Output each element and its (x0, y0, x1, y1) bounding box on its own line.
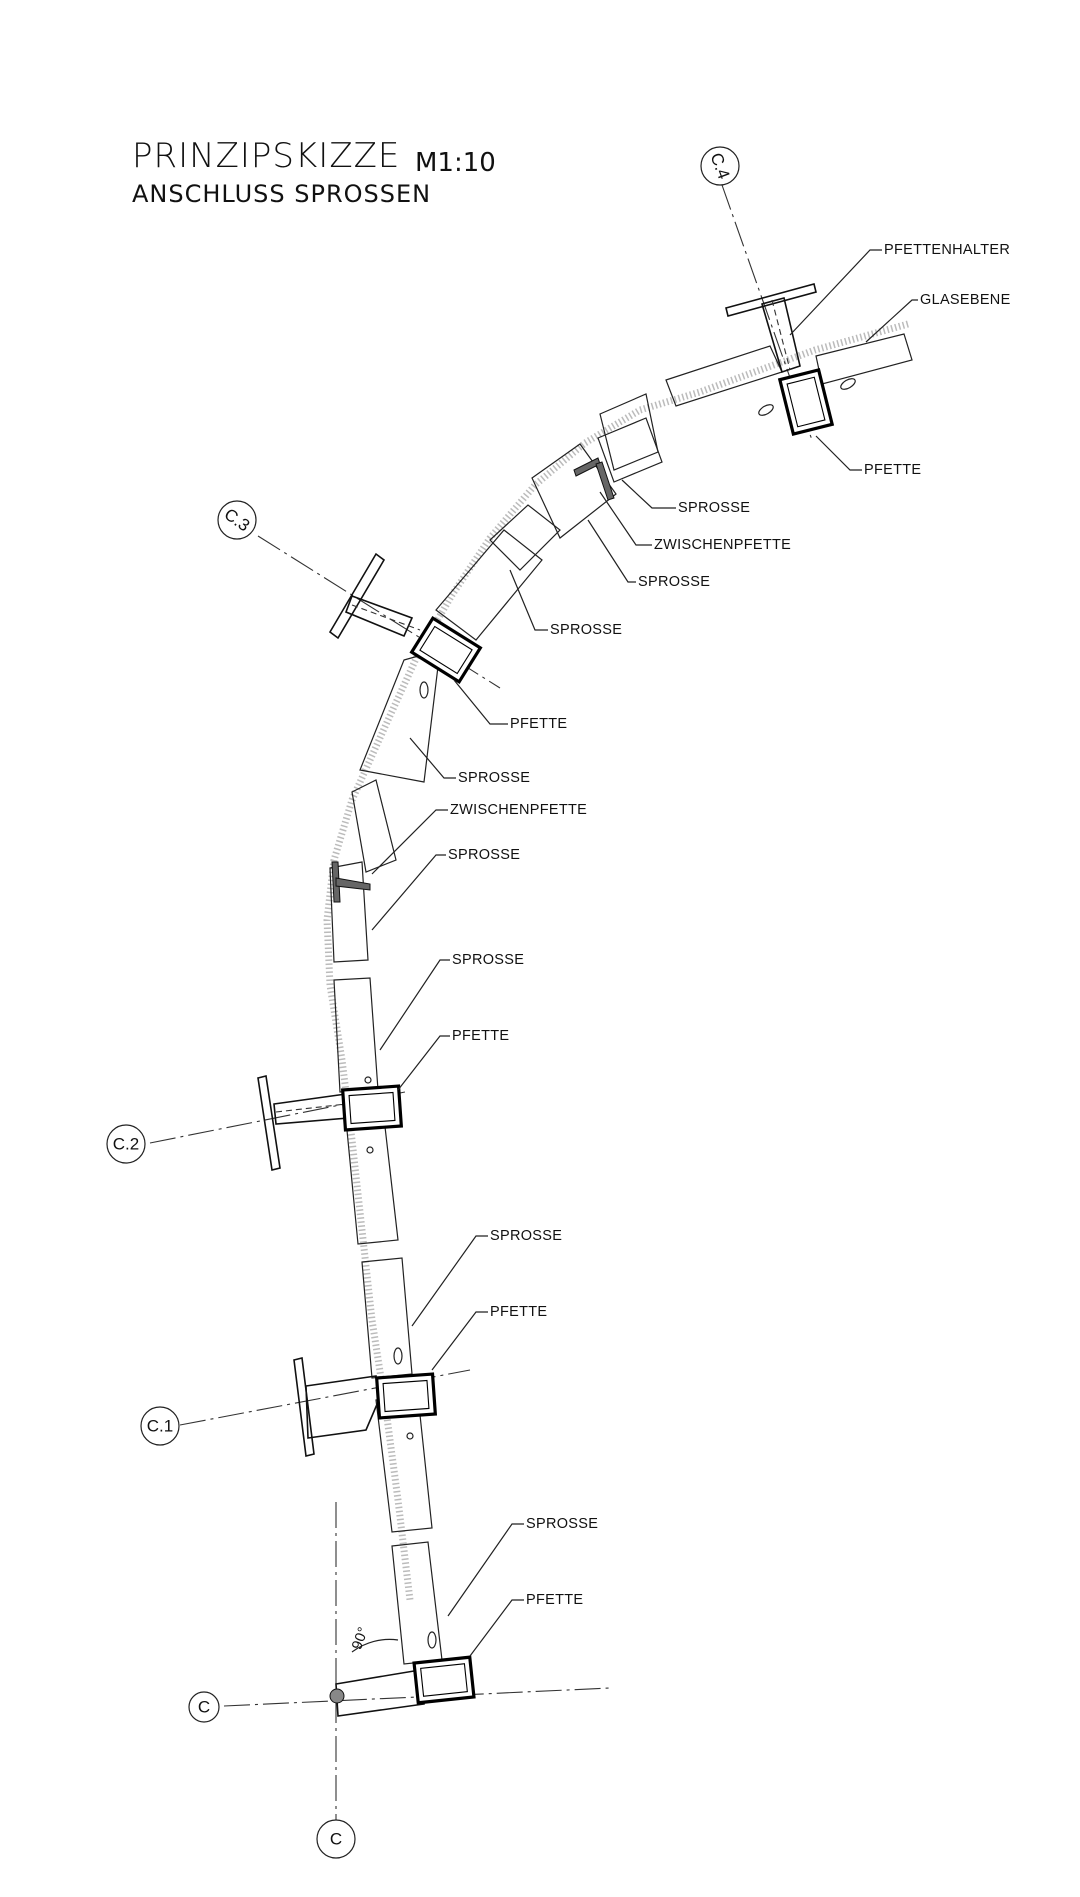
sprosse-segment (435, 529, 543, 641)
c3-halter-plate (328, 552, 386, 640)
label-sprosse-d: SPROSSE (458, 770, 530, 786)
label-pfette-c2: PFETTE (452, 1028, 509, 1044)
c1-halter-arm (305, 1375, 379, 1439)
axis-bubble-c-bottom (316, 1819, 356, 1859)
sprosse-segment (815, 333, 913, 385)
sprosse-segment (531, 443, 617, 539)
drawing-scale: M1:10 (415, 148, 496, 178)
label-sprosse-e: SPROSSE (448, 847, 520, 863)
pfettenhalter-brackets (257, 283, 817, 1717)
sprosse-segment (489, 504, 561, 571)
drawing-title: PRINZIPSKIZZE (132, 136, 401, 176)
axis-label-c: C (198, 1698, 210, 1717)
label-pfette-c: PFETTE (526, 1592, 583, 1608)
angle-arc (351, 1638, 399, 1653)
sprosse-segment (351, 779, 397, 873)
sprosse-segment (329, 861, 369, 963)
fastener-holes (364, 378, 856, 1649)
sprosse-segment (599, 393, 659, 471)
axis-label-c3: C.3 (221, 505, 254, 536)
sprosse-segment (345, 1117, 399, 1245)
label-sprosse-f: SPROSSE (452, 952, 524, 968)
axis-bubble-c3 (217, 500, 257, 540)
axis-bubble-c2 (106, 1124, 146, 1164)
label-sprosse-b: SPROSSE (638, 574, 710, 590)
axis-label-c-bottom: C (330, 1830, 342, 1849)
axis-label-c1: C.1 (147, 1417, 173, 1436)
c2-halter-plate (257, 1075, 281, 1171)
axis-bubble-c4 (700, 146, 740, 186)
pfetten (340, 368, 835, 1705)
c-halter-arm (335, 1669, 425, 1717)
label-pfette-c3: PFETTE (510, 716, 567, 732)
c4-halter-arm (761, 297, 801, 374)
label-sprosse-a: SPROSSE (678, 500, 750, 516)
label-zwischenpfette-b: ZWISCHENPFETTE (450, 802, 587, 818)
axis-lines (149, 184, 813, 1820)
drawing-subtitle: ANSCHLUSS SPROSSEN (132, 180, 432, 208)
label-sprosse-g: SPROSSE (490, 1228, 562, 1244)
angle-label: 90° (349, 1625, 372, 1652)
label-sprosse-c: SPROSSE (550, 622, 622, 638)
c2-halter-arm (273, 1093, 349, 1125)
label-glasebene: GLASEBENE (920, 292, 1011, 308)
label-zwischenpfette-a: ZWISCHENPFETTE (654, 537, 791, 553)
sprosse-segment (359, 649, 441, 783)
label-pfettenhalter: PFETTENHALTER (884, 242, 1010, 258)
sprossen-segments (329, 333, 913, 1665)
axis-label-c2: C.2 (113, 1135, 139, 1154)
axis-bubble-c1 (140, 1406, 180, 1446)
label-sprosse-h: SPROSSE (526, 1516, 598, 1532)
axis-bubbles: C.4 C.3 C.2 C.1 C C (106, 146, 740, 1859)
component-labels: PFETTENHALTER GLASEBENE PFETTE SPROSSE Z… (448, 242, 1011, 1608)
axis-label-c4: C.4 (707, 150, 734, 181)
axis-bubble-c (188, 1691, 220, 1723)
leader-lines (371, 249, 918, 1657)
label-pfette-c4: PFETTE (864, 462, 921, 478)
zwischenpfetten (331, 457, 615, 903)
c3-halter-arm (344, 594, 414, 638)
c1-halter-plate (293, 1357, 315, 1457)
c4-halter-plate (725, 283, 817, 317)
sprosse-segment (597, 417, 663, 483)
label-pfette-c1: PFETTE (490, 1304, 547, 1320)
